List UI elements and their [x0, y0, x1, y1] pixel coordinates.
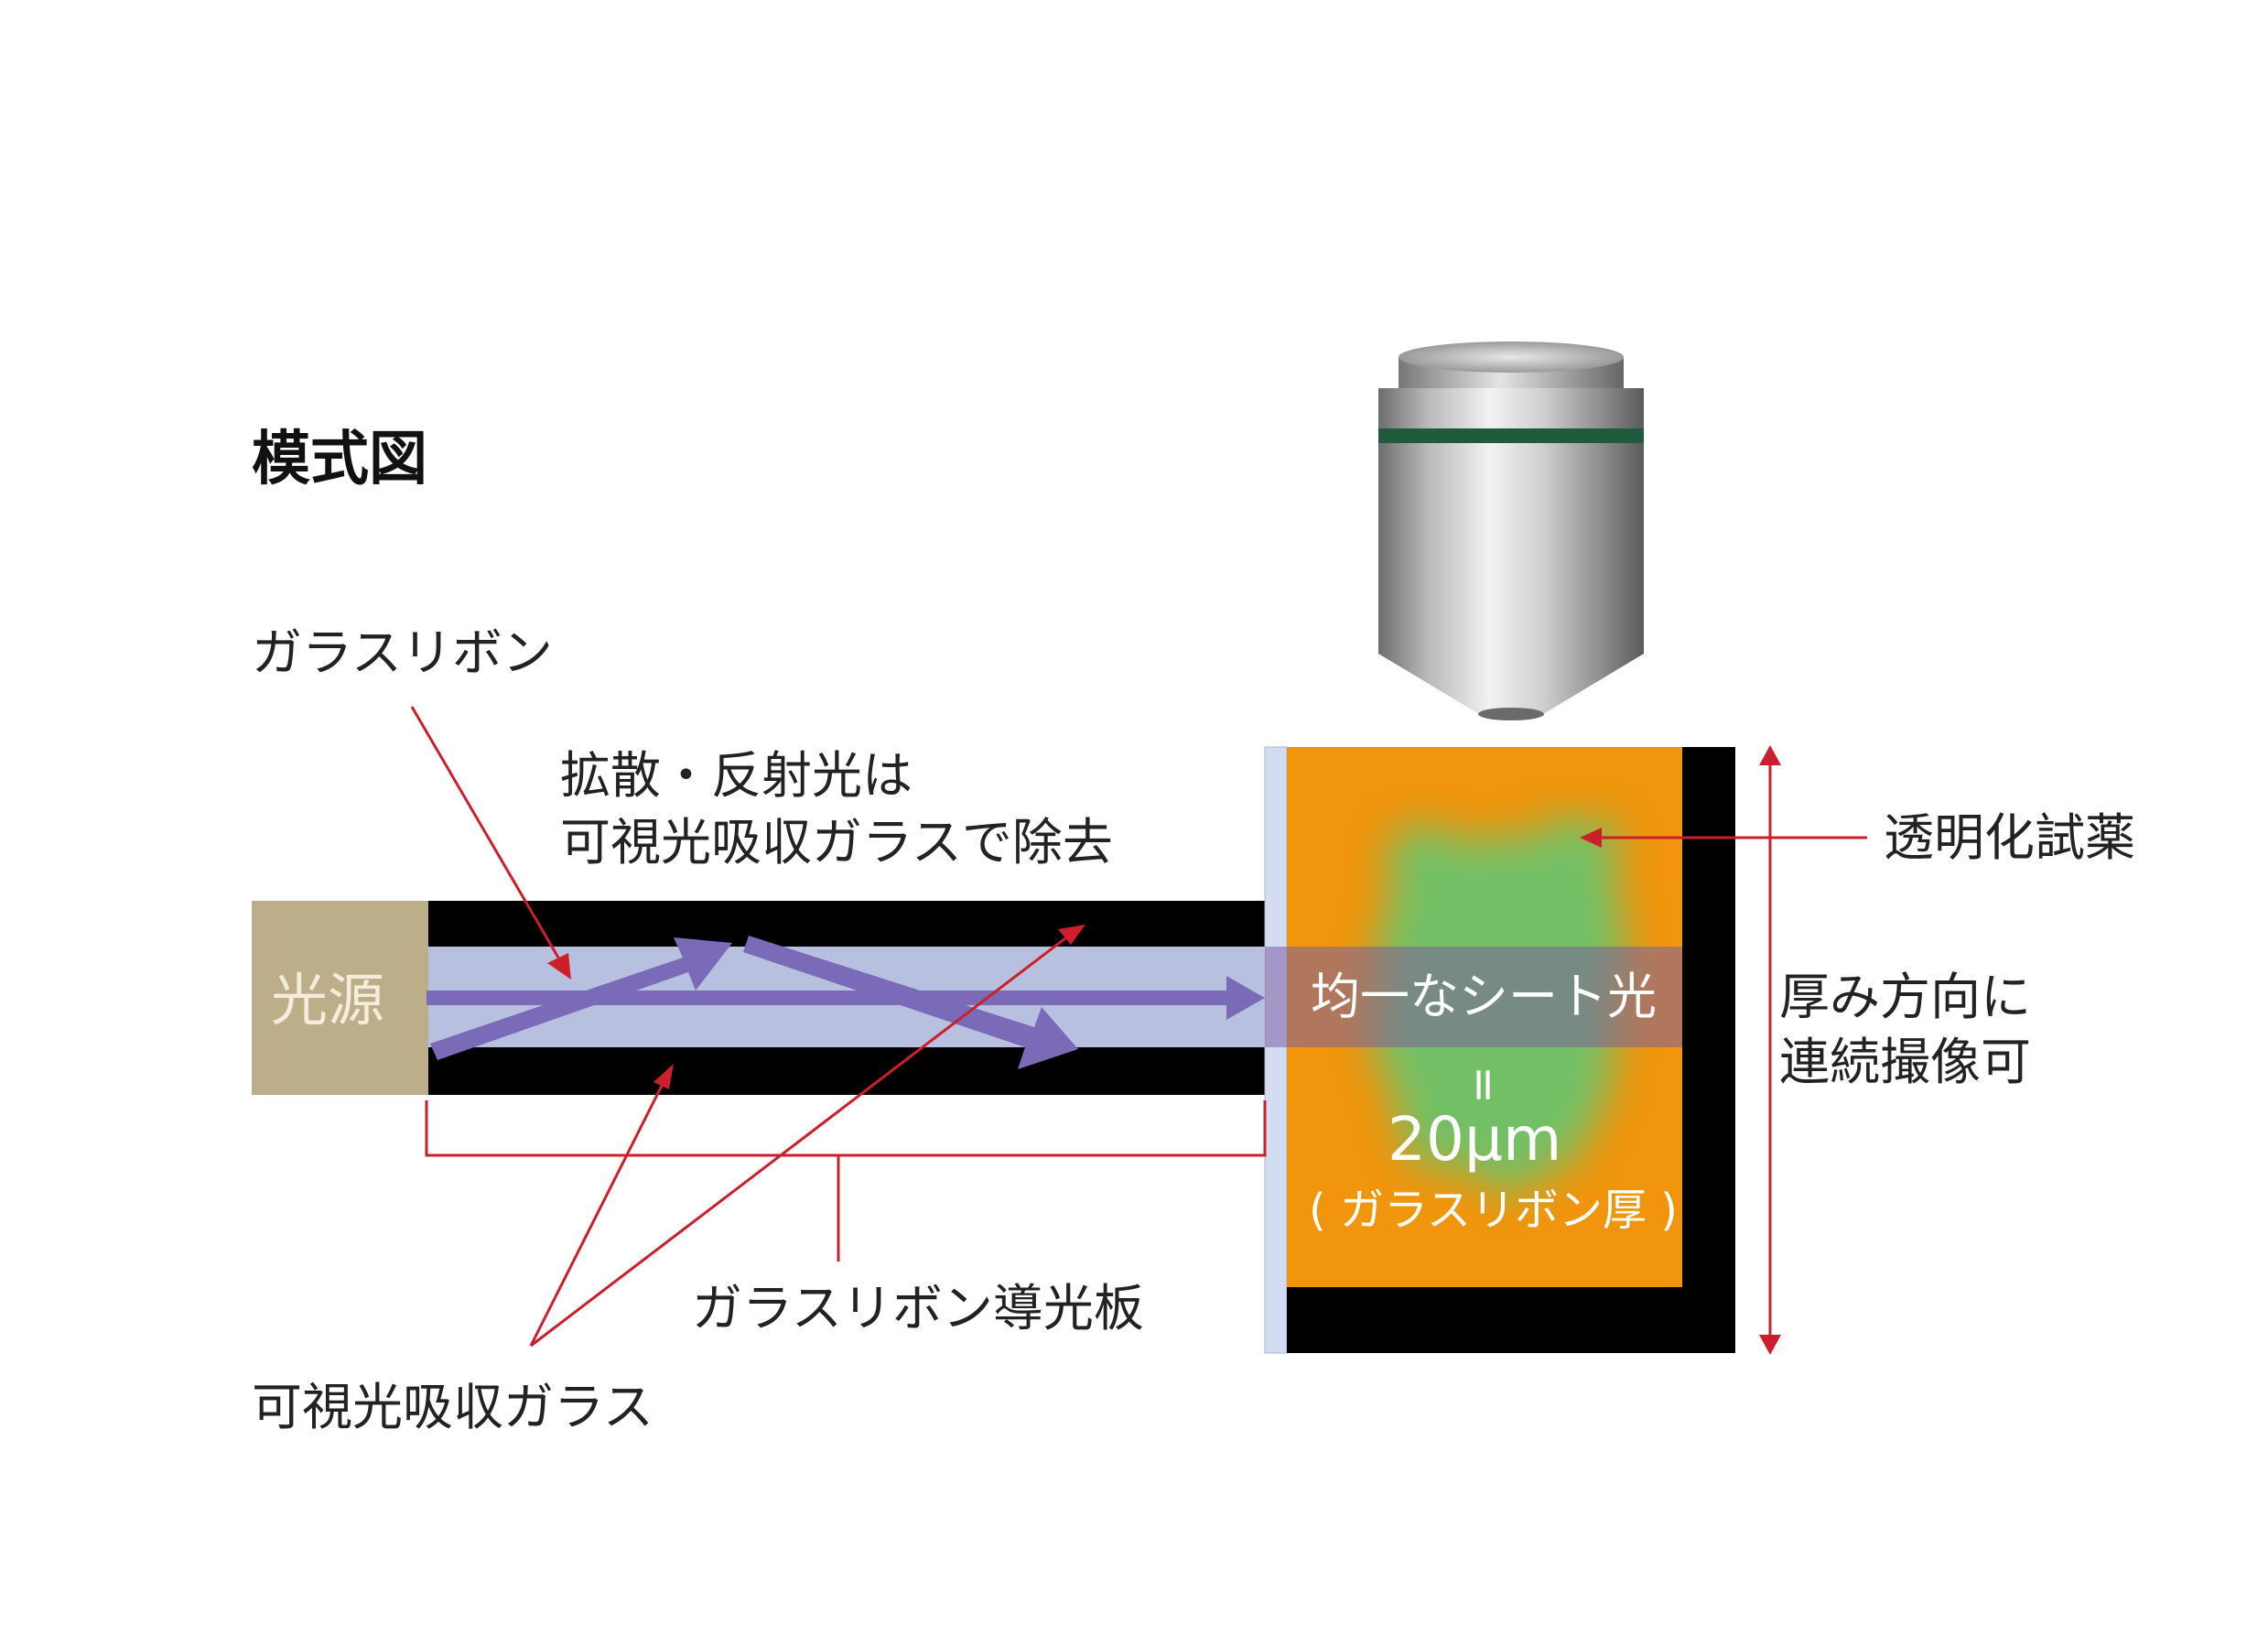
absorbing-glass-top	[427, 901, 1265, 947]
absorbing-glass-bottom	[427, 1047, 1265, 1095]
arrowhead-icon	[653, 1064, 674, 1089]
diffuse-note-line2: 可視光吸収ガラスで除去	[560, 813, 1113, 872]
light-source-box	[252, 901, 428, 1095]
objective-lens-icon	[1378, 341, 1644, 720]
sheet-light-band	[1265, 947, 1682, 1047]
thickness-note: ( ガラスリボン厚 )	[1309, 1185, 1679, 1236]
light-guide-label: ガラスリボン導光板	[692, 1279, 1144, 1337]
arrowhead-icon	[1058, 925, 1085, 945]
arrowhead-icon	[1759, 745, 1781, 765]
arrowhead-icon	[547, 953, 571, 980]
thickness-value: 20μm	[1388, 1104, 1562, 1175]
sheet-light-label: 均一なシート光	[1311, 968, 1657, 1025]
equals-sign: =	[1457, 1066, 1511, 1104]
slide-glass	[1264, 746, 1288, 1354]
scan-note-line1: 厚み方向に	[1779, 968, 2032, 1026]
scan-note-line2: 連続撮像可	[1779, 1033, 2032, 1091]
straight-ray-arrow-icon	[427, 976, 1265, 1020]
incident-ray-arrow-icon	[430, 937, 732, 1060]
diffuse-note-line1: 拡散・反射光は	[560, 746, 913, 805]
reagent-label: 透明化試薬	[1884, 808, 2136, 867]
light-rays	[427, 936, 1265, 1069]
arrowhead-icon	[1759, 1335, 1781, 1355]
arrowhead-icon	[1580, 828, 1602, 848]
pointer-lines	[410, 706, 1867, 1348]
reflected-ray-arrow-icon	[743, 936, 1078, 1069]
glass-ribbon-label: ガラスリボン	[252, 623, 553, 682]
light-source-label: 光源	[271, 967, 385, 1034]
pointer-arrowheads	[547, 745, 1781, 1355]
absorbing-glass-label: 可視光吸収ガラス	[252, 1378, 653, 1436]
page-title: 模式図	[252, 426, 427, 493]
